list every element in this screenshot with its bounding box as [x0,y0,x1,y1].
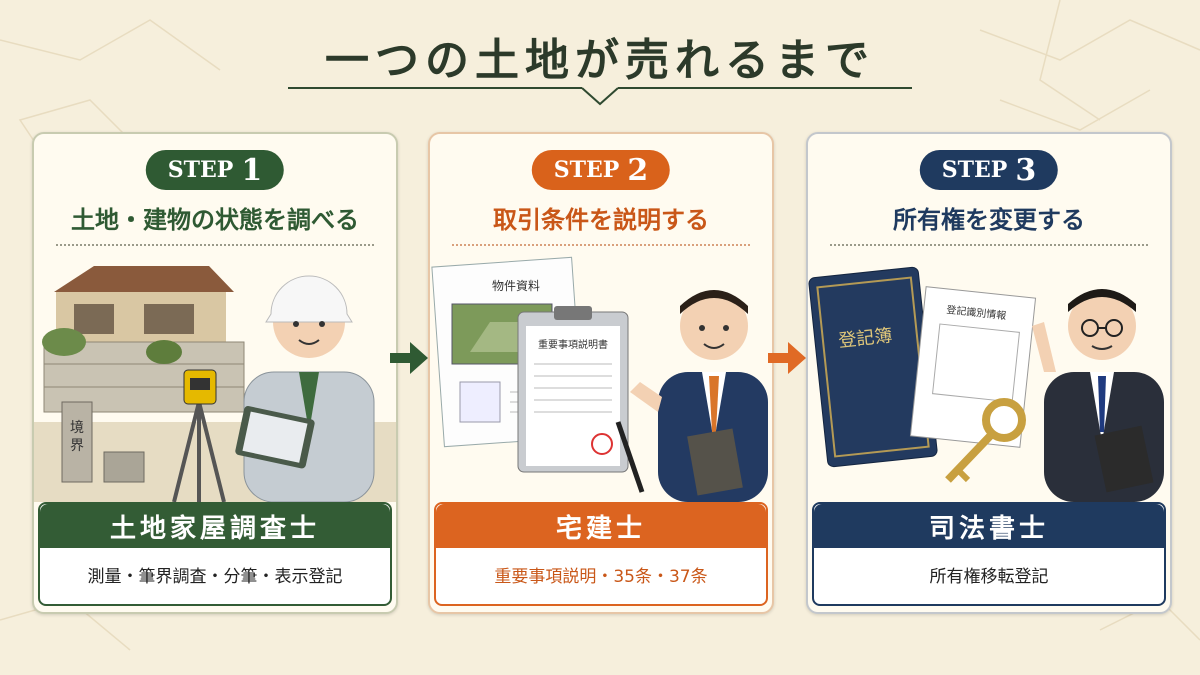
step-heading: 所有権を変更する [893,205,1085,234]
role-box: 宅建士 重要事項説明・35条・37条 [434,502,768,606]
step-card-2: STEP 2 取引条件を説明する 物件資料 重要事項説明書 [428,132,774,614]
step-label: STEP [941,157,1008,183]
page-title: 一つの土地が売れるまで [325,35,875,86]
step-card-1: STEP 1 土地・建物の状態を調べる 境 界 [32,132,398,614]
realtor-illustration: 物件資料 重要事項説明書 [431,256,768,502]
role-duties: 測量・筆界調査・分筆・表示登記 [87,566,343,587]
role-box: 土地家屋調査士 測量・筆界調査・分筆・表示登記 [38,502,392,606]
step-badge: STEP 3 [919,150,1059,190]
step-number: 3 [1015,152,1037,188]
role-box: 司法書士 所有権移転登記 [812,502,1166,606]
document-title-property: 物件資料 [492,279,540,293]
step-label: STEP [553,157,620,183]
step-badge: STEP 1 [145,150,285,190]
surveyor-illustration: 境 界 [34,266,396,502]
arrow-right-icon [768,342,806,374]
role-title: 土地家屋調査士 [40,504,390,548]
title-underline [288,87,912,106]
boundary-post-char-2: 界 [70,438,84,454]
divider [452,244,750,246]
step-number: 1 [241,152,263,188]
role-duties: 重要事項説明・35条・37条 [494,566,708,587]
step-card-3: STEP 3 所有権を変更する 登記簿 登記識別情報 司法書士 所有権移転登記 [806,132,1172,614]
step-heading: 土地・建物の状態を調べる [71,205,359,234]
role-title: 宅建士 [436,504,766,548]
document-title-disclosure: 重要事項説明書 [538,338,608,351]
boundary-post-char-1: 境 [70,420,84,436]
arrow-right-icon [390,342,428,374]
step-label: STEP [167,157,234,183]
role-duties: 所有権移転登記 [929,566,1049,587]
step-heading: 取引条件を説明する [493,205,709,234]
role-title: 司法書士 [814,504,1164,548]
step-badge: STEP 2 [531,150,671,190]
step-number: 2 [627,152,649,188]
scrivener-illustration: 登記簿 登記識別情報 [808,266,1164,502]
divider [830,244,1148,246]
divider [56,244,374,246]
